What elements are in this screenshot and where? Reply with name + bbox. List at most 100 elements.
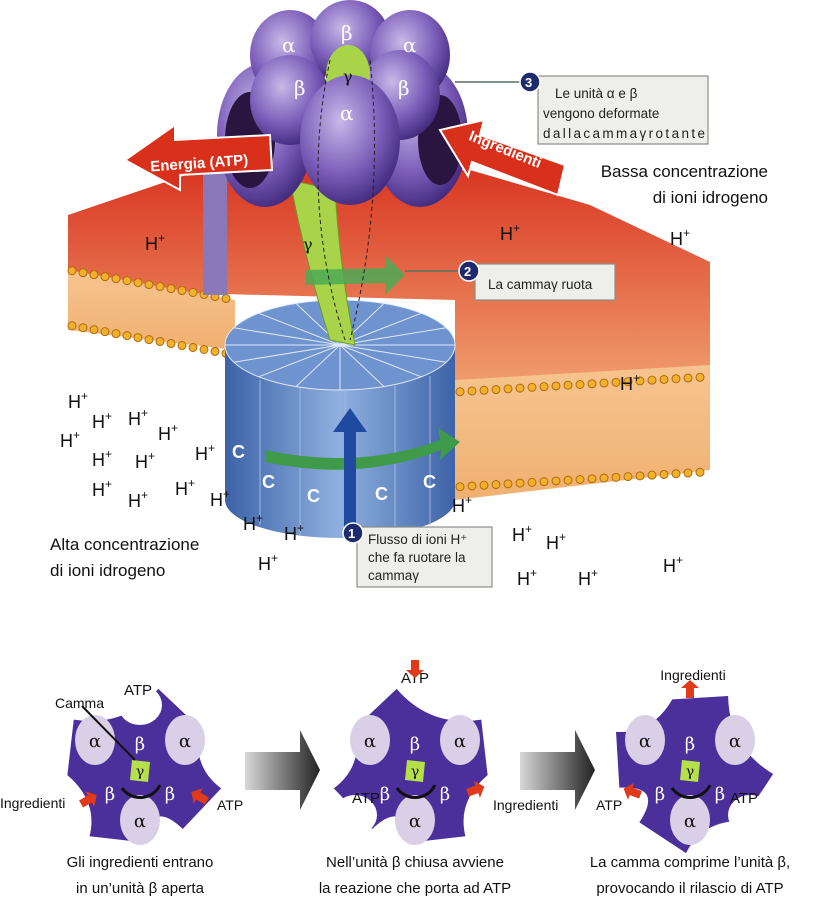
callout-2: 2 La cammaγ ruota bbox=[405, 260, 616, 301]
c-subunit-label: C bbox=[232, 442, 245, 462]
lipid-head bbox=[455, 482, 465, 492]
alpha-label: α bbox=[179, 731, 191, 752]
lipid-head bbox=[575, 475, 585, 484]
hydrogen-ion-label: H+ bbox=[284, 521, 304, 544]
hydrogen-ions: H+H+H+H+H+H+H+H+H+H+H+H+H+H+H+H+H+H+H+H+… bbox=[60, 221, 690, 589]
svg-text:Bassa concentrazione: Bassa concentrazione bbox=[601, 162, 768, 181]
svg-text:La cammaγ ruota: La cammaγ ruota bbox=[488, 277, 593, 292]
alpha-subunit bbox=[395, 795, 435, 845]
svg-text:vengono deformate: vengono deformate bbox=[543, 106, 659, 121]
lipid-head bbox=[671, 374, 681, 384]
svg-text:di ioni idrogeno: di ioni idrogeno bbox=[653, 188, 768, 207]
hydrogen-ion-label: H+ bbox=[92, 447, 112, 470]
alpha-label: α bbox=[364, 731, 376, 752]
svg-text:2: 2 bbox=[464, 264, 471, 279]
alpha-subunit bbox=[120, 795, 160, 845]
ingredients-label: Ingredienti bbox=[660, 667, 725, 683]
lipid-head bbox=[527, 382, 537, 392]
gamma-label: γ bbox=[686, 764, 694, 780]
lipid-head bbox=[599, 378, 609, 388]
atp-label: ATP bbox=[730, 790, 758, 807]
lipid-head bbox=[166, 284, 176, 294]
lipid-head bbox=[144, 335, 154, 345]
lipid-head bbox=[155, 282, 165, 292]
lipid-head bbox=[188, 288, 198, 297]
alpha-label: α bbox=[282, 33, 296, 57]
hydrogen-ion-label: H+ bbox=[546, 530, 566, 553]
rotation-arrow-icon bbox=[120, 784, 162, 799]
rotation-arrow-icon bbox=[395, 784, 437, 799]
lipid-head bbox=[78, 268, 88, 278]
svg-text:1: 1 bbox=[348, 526, 355, 541]
lipid-head bbox=[455, 387, 465, 397]
alpha-label: α bbox=[134, 811, 146, 832]
beta-label: β bbox=[380, 784, 390, 805]
alpha-subunit bbox=[715, 715, 755, 765]
stage-caption: la reazione che porta ad ATP bbox=[319, 880, 511, 897]
process-arrow bbox=[245, 730, 320, 810]
energy-atp-arrow: Energia (ATP) bbox=[123, 123, 274, 192]
alpha-subunit bbox=[350, 715, 390, 765]
lipid-head bbox=[623, 472, 633, 482]
lipid-head bbox=[67, 266, 77, 276]
lipid-head bbox=[587, 379, 597, 389]
stage-caption: La camma comprime l’unità β, bbox=[590, 854, 790, 871]
hydrogen-ion-label: H+ bbox=[60, 428, 80, 451]
lipid-head bbox=[78, 323, 88, 333]
atp-label: ATP bbox=[352, 790, 380, 807]
c-ring-rotor: C C C C C bbox=[224, 299, 460, 538]
hydrogen-ion-label: H+ bbox=[500, 221, 520, 244]
gamma-cam bbox=[130, 760, 150, 782]
lipid-head bbox=[539, 477, 549, 487]
gamma-stalk bbox=[289, 179, 356, 346]
ingredients-label: Ingredienti bbox=[0, 795, 65, 811]
lipid-head bbox=[539, 382, 549, 392]
svg-text:Alta concentrazione: Alta concentrazione bbox=[50, 535, 199, 554]
hydrogen-ion-label: H+ bbox=[68, 389, 88, 412]
alpha-label: α bbox=[639, 731, 651, 752]
lipid-head bbox=[659, 469, 669, 479]
hydrogen-ion-label: H+ bbox=[243, 511, 263, 534]
lipid-head bbox=[695, 467, 705, 477]
lipid-head bbox=[563, 380, 573, 390]
small-red-arrow-icon bbox=[79, 791, 97, 808]
lipid-head bbox=[100, 327, 110, 337]
lipid-head bbox=[122, 276, 132, 286]
lipid-head bbox=[155, 337, 165, 347]
open-beta-site bbox=[118, 685, 162, 725]
lipid-head bbox=[199, 344, 209, 354]
svg-text:Flusso di ioni H⁺: Flusso di ioni H⁺ bbox=[368, 532, 467, 547]
lipid-head bbox=[683, 373, 693, 383]
lipid-head bbox=[635, 471, 645, 481]
lipid-head bbox=[210, 346, 220, 356]
beta-label: β bbox=[410, 734, 420, 755]
camma-pointer bbox=[81, 705, 136, 761]
lipid-head bbox=[221, 293, 231, 303]
lipid-head bbox=[623, 377, 633, 387]
gamma-label: γ bbox=[136, 764, 144, 780]
lipid-head bbox=[671, 469, 681, 479]
lipid-head bbox=[599, 473, 609, 483]
small-red-arrow-icon bbox=[623, 782, 642, 800]
rotation-arrow-upper bbox=[305, 255, 405, 295]
atp-label: ATP bbox=[124, 682, 152, 699]
hydrogen-ion-label: H+ bbox=[670, 226, 690, 249]
lipid-head bbox=[111, 329, 121, 339]
lipid-head bbox=[89, 325, 99, 335]
svg-text:dallacammaγrotante: dallacammaγrotante bbox=[543, 126, 705, 141]
membrane-front-left bbox=[68, 270, 235, 350]
lipid-heads bbox=[67, 266, 705, 492]
lipid-head bbox=[647, 375, 657, 385]
beta-label: β bbox=[294, 76, 306, 100]
c-subunit-label: C bbox=[375, 484, 388, 504]
lipid-head bbox=[133, 333, 143, 343]
rotation-arrow-icon bbox=[670, 784, 712, 799]
alpha-subunit bbox=[165, 715, 205, 765]
hydrogen-ion-label: H+ bbox=[512, 522, 532, 545]
ingredients-label: Ingredienti bbox=[493, 797, 558, 813]
alpha-label: α bbox=[89, 731, 101, 752]
proton-flow-arrow bbox=[333, 408, 367, 535]
hydrogen-ion-label: H+ bbox=[258, 551, 278, 574]
svg-text:che fa ruotare la: che fa ruotare la bbox=[368, 550, 466, 565]
